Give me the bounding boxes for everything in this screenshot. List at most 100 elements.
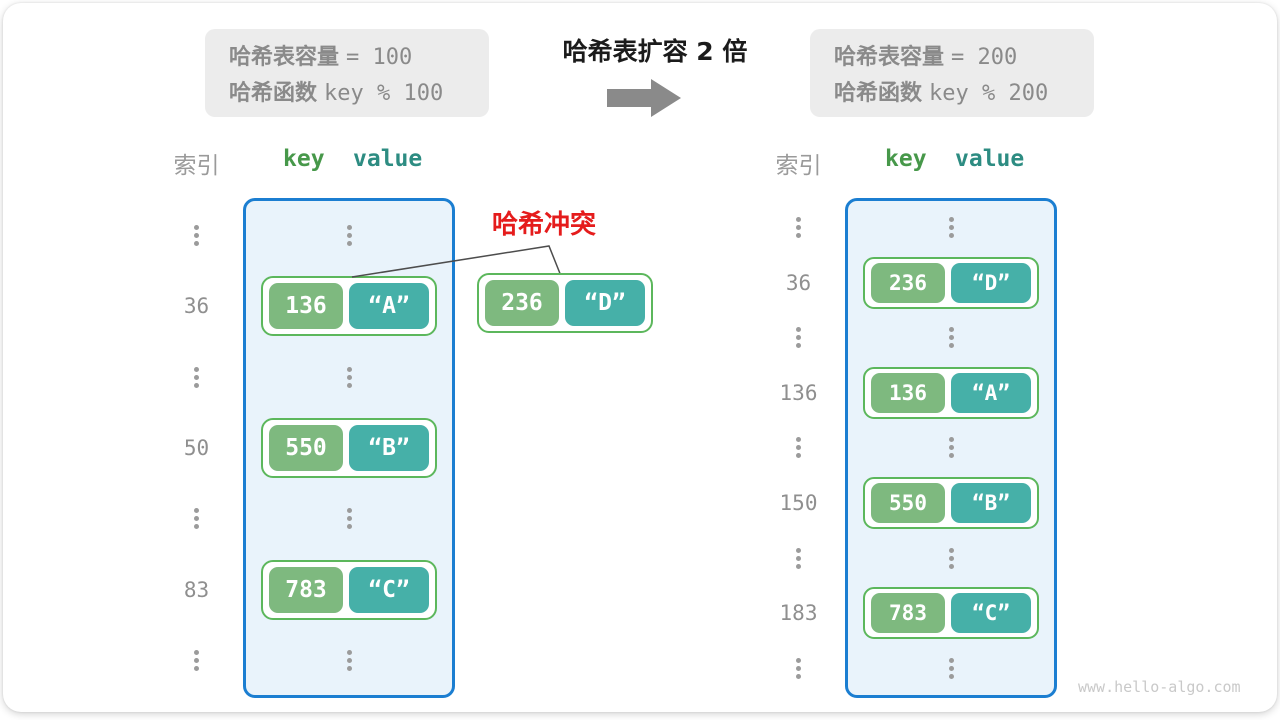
ellipsis-dots-icon: [796, 437, 801, 459]
bucket-cell: 550 “B”: [243, 418, 455, 478]
index-label: 36: [183, 294, 210, 319]
hash-function-value: key % 200: [929, 81, 1049, 106]
bucket-cell: [845, 547, 1057, 569]
right-table-headers: 索引 key value: [752, 146, 1057, 179]
table-row: 150 550 “B”: [752, 476, 1057, 531]
table-row: 83 783 “C”: [150, 554, 455, 625]
ellipsis-dots-icon: [948, 217, 954, 239]
bucket-cell: [243, 366, 455, 388]
hash-table-before: 36 136 “A” 50: [150, 198, 455, 698]
ellipsis-dots-icon: [346, 366, 352, 388]
key-box: 550: [871, 483, 945, 524]
ellipsis-dots-icon: [948, 547, 954, 569]
hash-function-label: 哈希函数: [834, 81, 923, 106]
table-row: [150, 625, 455, 696]
diagram-card: [3, 3, 1277, 712]
value-box: “A”: [951, 372, 1031, 413]
table-row: 136 136 “A”: [752, 365, 1057, 420]
bucket-cell: 783 “C”: [243, 559, 455, 620]
value-header: value: [353, 146, 423, 172]
index-cell: [752, 547, 845, 569]
index-header: 索引: [775, 153, 822, 179]
table-row: [150, 342, 455, 413]
ellipsis-dots-icon: [194, 508, 199, 530]
capacity-line: 哈希表容量 = 200: [834, 39, 1094, 71]
ellipsis-dots-icon: [796, 547, 801, 569]
ellipsis-dots-icon: [796, 217, 801, 239]
bucket-cell: 136 “A”: [845, 366, 1057, 419]
capacity-label: 哈希表容量: [229, 45, 340, 70]
hash-table-after: 36 236 “D” 136: [752, 198, 1057, 698]
index-label: 183: [779, 601, 818, 626]
key-box: 783: [269, 566, 343, 613]
index-label: 36: [785, 270, 812, 295]
kv-pair: 136 “A”: [261, 276, 437, 337]
index-cell: 183: [752, 601, 845, 625]
collision-label: 哈希冲突: [492, 210, 597, 240]
index-cell: [752, 327, 845, 349]
bucket-cell: [243, 224, 455, 246]
left-table-headers: 索引 key value: [150, 146, 455, 179]
value-box: “B”: [951, 483, 1031, 524]
table-row: 36 236 “D”: [752, 255, 1057, 310]
index-cell: 83: [150, 578, 243, 602]
kv-pair: 550 “B”: [261, 418, 437, 478]
table-row: [752, 310, 1057, 365]
ellipsis-dots-icon: [346, 224, 352, 246]
index-cell: 36: [150, 294, 243, 318]
value-box: “C”: [951, 593, 1031, 634]
capacity-value: = 100: [346, 45, 413, 70]
index-cell: 36: [752, 271, 845, 295]
bucket-cell: [243, 508, 455, 530]
index-cell: [150, 650, 243, 672]
index-cell: [752, 437, 845, 459]
index-label: 136: [779, 380, 818, 405]
ellipsis-dots-icon: [796, 657, 801, 679]
index-cell: [150, 508, 243, 530]
table-row: [752, 200, 1057, 255]
ellipsis-dots-icon: [948, 437, 954, 459]
external-kv-pair: 236 “D”: [477, 273, 653, 333]
table-row: [752, 641, 1057, 696]
table-rows: 36 236 “D” 136: [752, 198, 1057, 698]
value-box: “D”: [951, 262, 1031, 303]
capacity-box-after: 哈希表容量 = 200 哈希函数 key % 200: [810, 29, 1094, 117]
kv-pair: 783 “C”: [863, 587, 1039, 640]
ellipsis-dots-icon: [346, 650, 352, 672]
value-box: “A”: [349, 283, 429, 330]
table-row: 36 136 “A”: [150, 271, 455, 342]
bucket-cell: [845, 657, 1057, 679]
value-box: “D”: [565, 280, 645, 326]
kv-pair: 236 “D”: [863, 256, 1039, 309]
ellipsis-dots-icon: [194, 224, 199, 246]
table-row: 50 550 “B”: [150, 413, 455, 484]
key-header: key: [283, 146, 325, 172]
bucket-cell: 136 “A”: [243, 276, 455, 337]
key-box: 136: [871, 372, 945, 413]
index-header: 索引: [173, 153, 220, 179]
capacity-label: 哈希表容量: [834, 45, 945, 70]
capacity-box-before: 哈希表容量 = 100 哈希函数 key % 100: [205, 29, 489, 117]
kv-pair: 783 “C”: [261, 559, 437, 620]
value-box: “B”: [349, 425, 429, 471]
table-row: [752, 531, 1057, 586]
value-box: “C”: [349, 566, 429, 613]
table-row: [150, 200, 455, 271]
bucket-cell: [845, 437, 1057, 459]
key-box: 236: [871, 262, 945, 303]
hash-function-line: 哈希函数 key % 100: [229, 75, 489, 107]
kv-pair: 550 “B”: [863, 477, 1039, 530]
index-label: 50: [183, 436, 210, 460]
capacity-line: 哈希表容量 = 100: [229, 39, 489, 71]
index-cell: [150, 366, 243, 388]
ellipsis-dots-icon: [194, 650, 199, 672]
key-box: 783: [871, 593, 945, 634]
key-header: key: [885, 146, 927, 172]
table-row: [752, 420, 1057, 475]
watermark: www.hello-algo.com: [1078, 678, 1241, 696]
bucket-cell: [845, 217, 1057, 239]
index-cell: [752, 217, 845, 239]
bucket-cell: [243, 650, 455, 672]
table-row: [150, 483, 455, 554]
